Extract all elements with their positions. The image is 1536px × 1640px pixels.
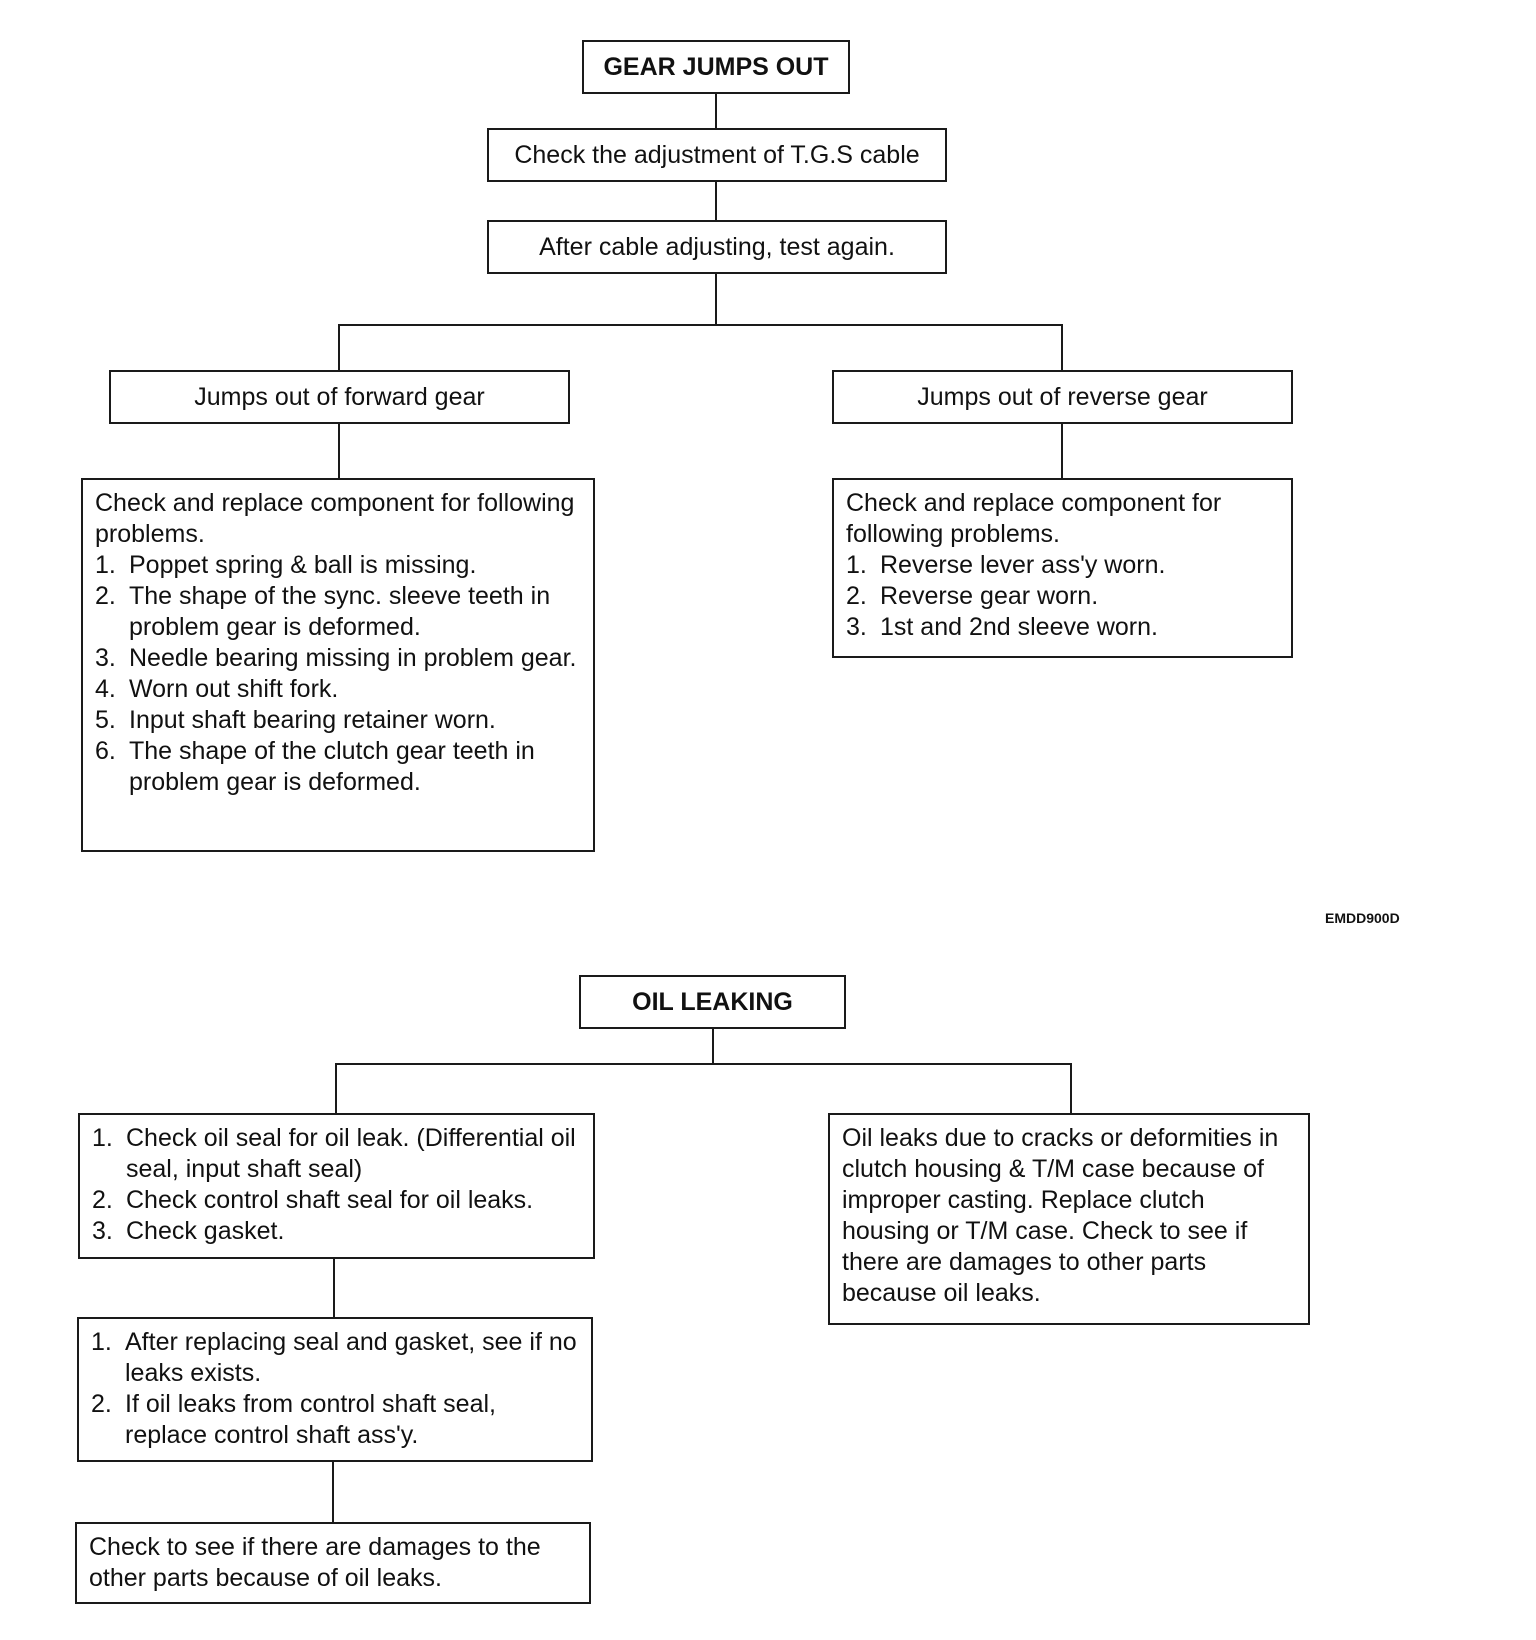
reverse-checklist-intro: Check and replace component for followin… (846, 489, 1222, 548)
oil-seal-checklist: 1.Check oil seal for oil leak. (Differen… (78, 1113, 595, 1259)
connector-oil-branch-horizontal (335, 1063, 1071, 1065)
forward-gear-branch: Jumps out of forward gear (109, 370, 570, 424)
list-item: 3.Needle bearing missing in problem gear… (95, 644, 577, 672)
list-item: 1.After replacing seal and gasket, see i… (91, 1328, 577, 1387)
cracks-deformities-text: Oil leaks due to cracks or deformities i… (842, 1124, 1279, 1307)
list-item: 1.Poppet spring & ball is missing. (95, 551, 477, 579)
reverse-checklist-items: 1.Reverse lever ass'y worn. 2.Reverse ge… (846, 550, 1279, 643)
list-item: 2.If oil leaks from control shaft seal, … (91, 1390, 496, 1449)
list-item: 3.1st and 2nd sleeve worn. (846, 613, 1158, 641)
cracks-deformities-note: Oil leaks due to cracks or deformities i… (828, 1113, 1310, 1325)
connector-oil-left2-to-left3 (332, 1460, 334, 1522)
connector-branch-left-down (338, 324, 340, 370)
gear-jumps-out-title: GEAR JUMPS OUT (582, 40, 850, 94)
connector-oil-branch-left-down (335, 1063, 337, 1113)
list-item: 4.Worn out shift fork. (95, 675, 339, 703)
after-replacing-checklist-items: 1.After replacing seal and gasket, see i… (91, 1327, 579, 1451)
connector-branch-right-down (1061, 324, 1063, 370)
list-item: 6.The shape of the clutch gear teeth in … (95, 737, 535, 796)
list-item: 3.Check gasket. (92, 1217, 285, 1245)
list-item: 1.Reverse lever ass'y worn. (846, 551, 1166, 579)
connector-step1-to-step2 (715, 182, 717, 220)
reverse-gear-checklist: Check and replace component for followin… (832, 478, 1293, 658)
forward-checklist-intro: Check and replace component for followin… (95, 489, 575, 548)
check-tgs-cable-step: Check the adjustment of T.G.S cable (487, 128, 947, 182)
connector-branch-horizontal (338, 324, 1062, 326)
connector-step2-down (715, 272, 717, 325)
list-item: 2.Check control shaft seal for oil leaks… (92, 1186, 534, 1214)
list-item: 2.The shape of the sync. sleeve teeth in… (95, 582, 551, 641)
oil-seal-checklist-items: 1.Check oil seal for oil leak. (Differen… (92, 1123, 581, 1247)
list-item: 5.Input shaft bearing retainer worn. (95, 706, 496, 734)
list-item: 2.Reverse gear worn. (846, 582, 1099, 610)
forward-checklist-items: 1.Poppet spring & ball is missing. 2.The… (95, 550, 581, 798)
oil-leaking-title: OIL LEAKING (579, 975, 846, 1029)
connector-oil-branch-right-down (1070, 1063, 1072, 1113)
list-item: 1.Check oil seal for oil leak. (Differen… (92, 1124, 576, 1183)
check-damages-step: Check to see if there are damages to the… (75, 1522, 591, 1604)
connector-forward-to-list (338, 424, 340, 478)
test-again-step: After cable adjusting, test again. (487, 220, 947, 274)
after-replacing-checklist: 1.After replacing seal and gasket, see i… (77, 1317, 593, 1462)
reverse-gear-branch: Jumps out of reverse gear (832, 370, 1293, 424)
connector-title-to-step1 (715, 92, 717, 128)
forward-gear-checklist: Check and replace component for followin… (81, 478, 595, 852)
connector-oil-left1-to-left2 (333, 1257, 335, 1317)
check-damages-text: Check to see if there are damages to the… (89, 1533, 541, 1592)
connector-reverse-to-list (1061, 424, 1063, 478)
connector-oil-title-down (712, 1027, 714, 1064)
figure-code: EMDD900D (1325, 910, 1400, 926)
